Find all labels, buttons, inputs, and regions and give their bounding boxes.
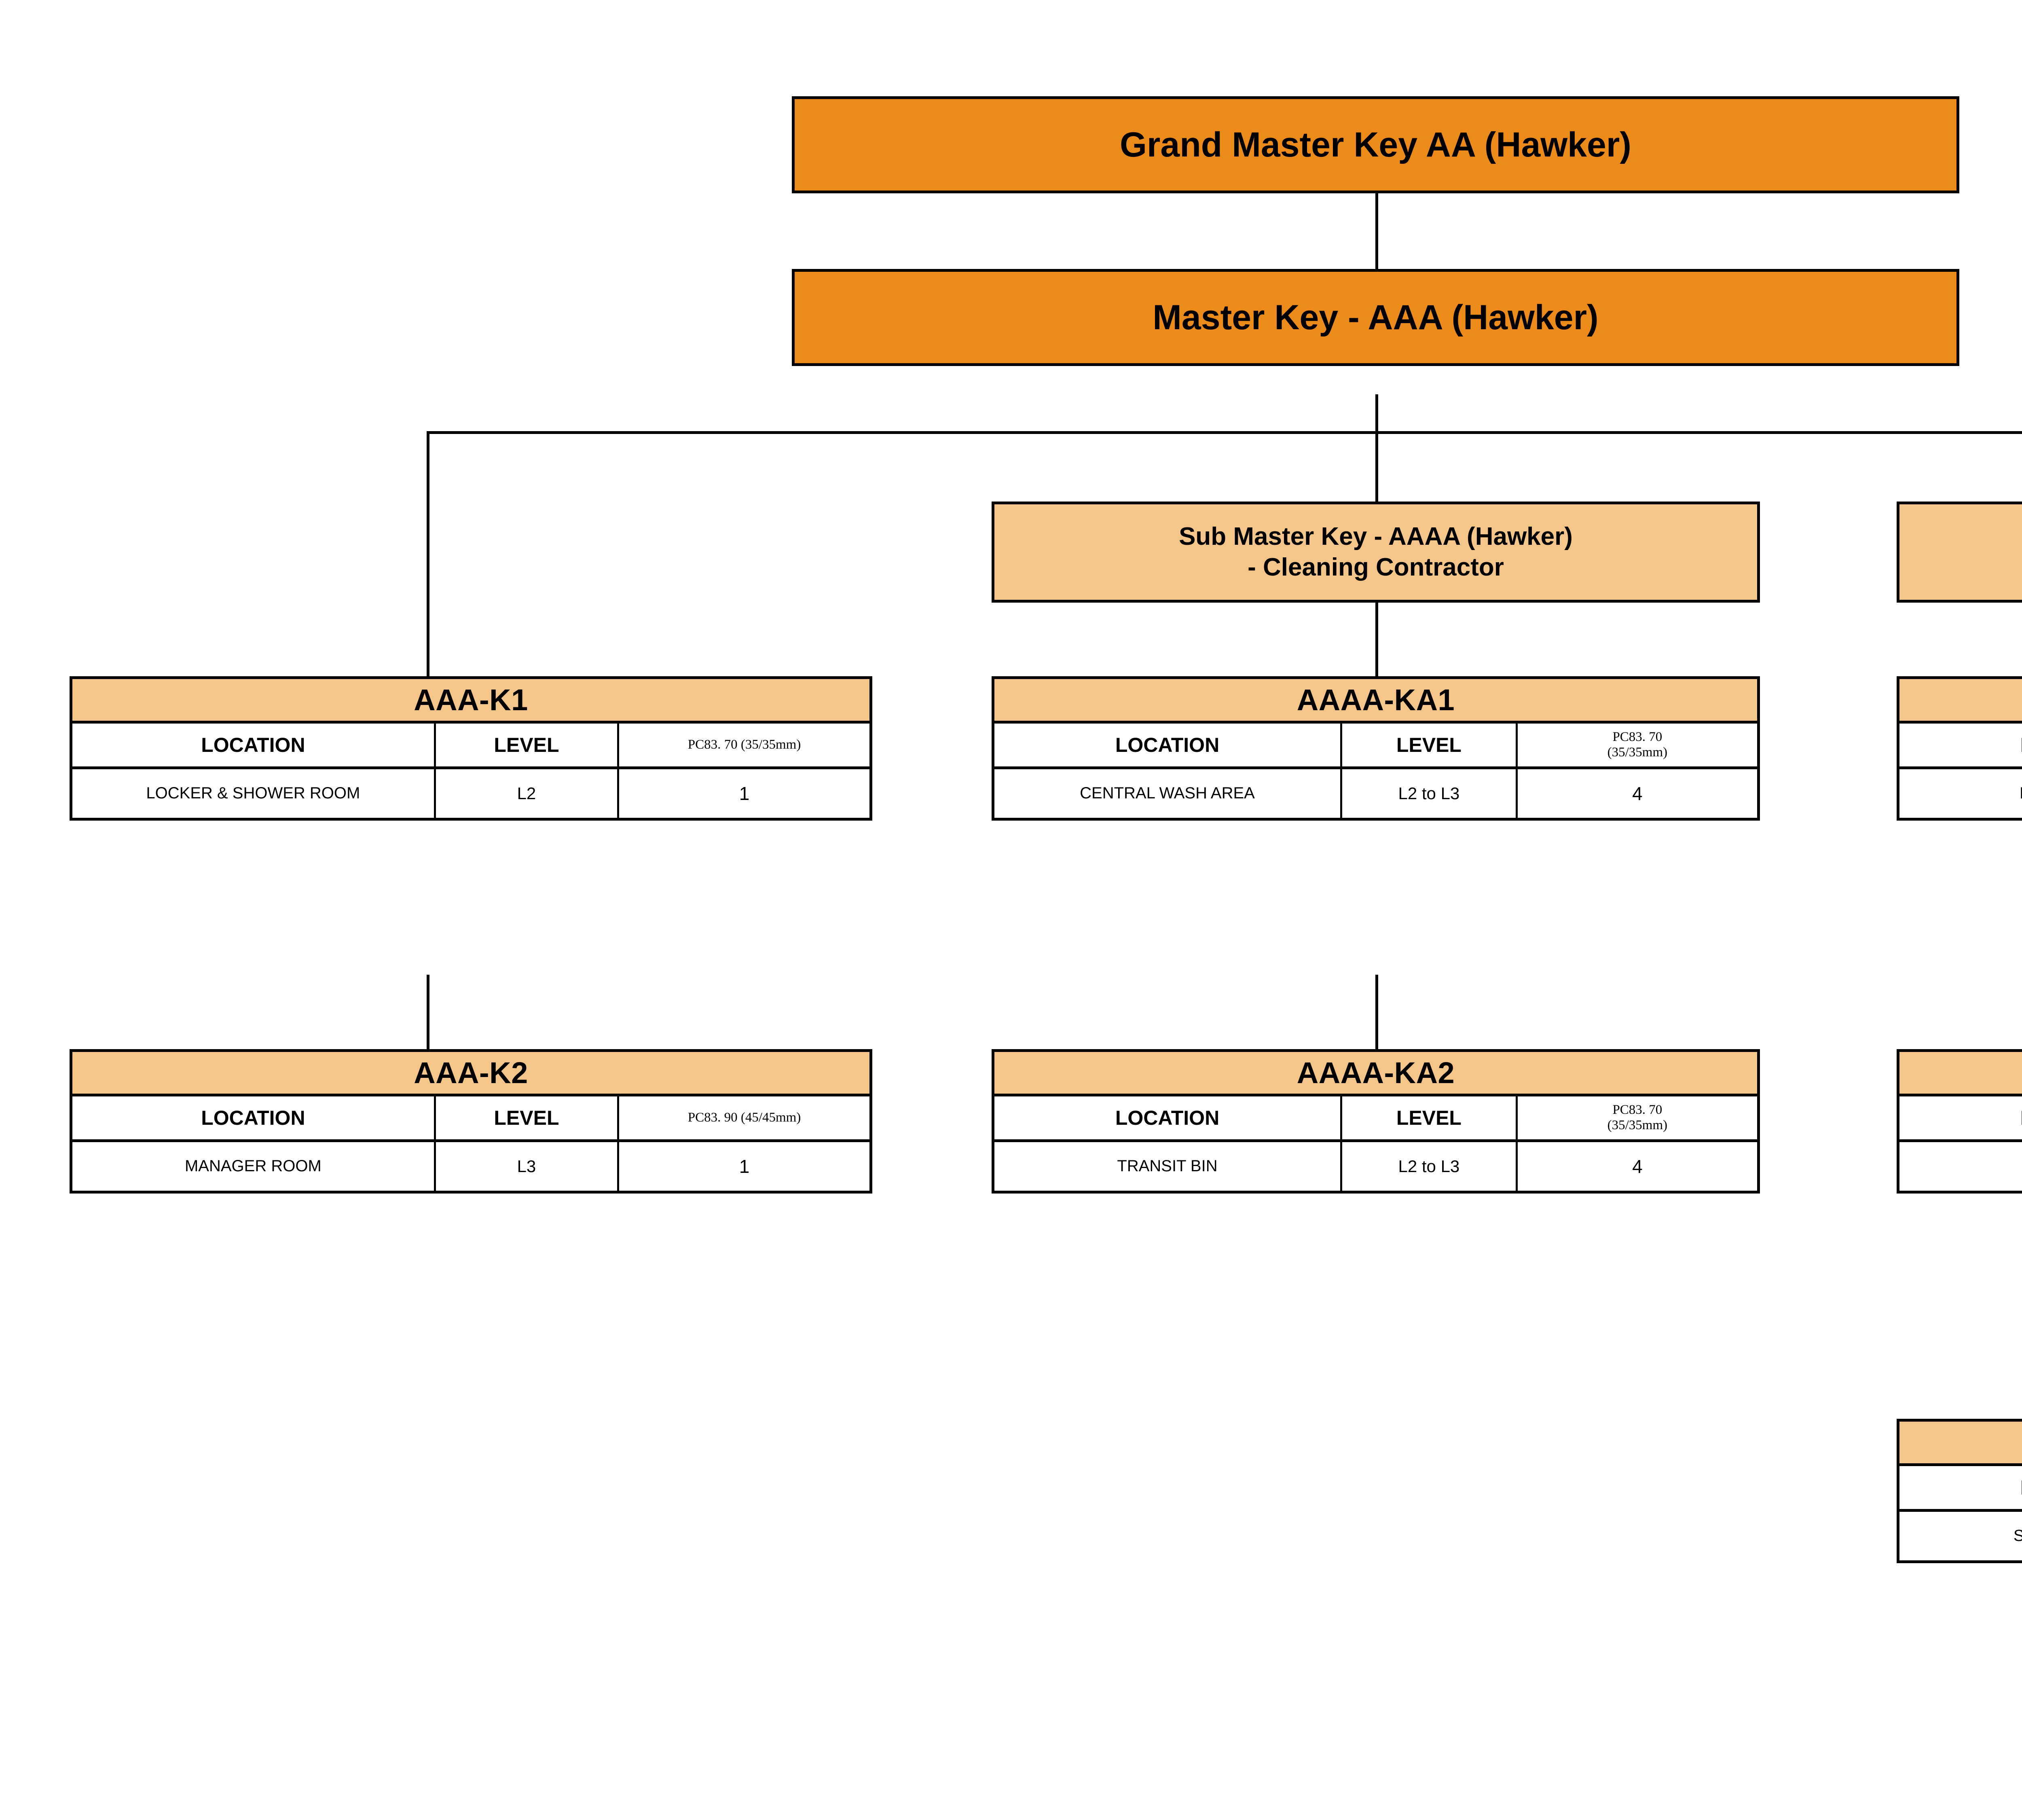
sub-master-key-aaab-box[interactable]: Sub Master Key - AAAB (Hawker) - Mechnic… [1897,502,2022,603]
cell-quantity: 1 [739,783,750,804]
cell-level: L2 [436,769,620,818]
connector-master-stem [1375,394,1378,434]
key-table-aaab-k1[interactable]: AAAB-K1 LOCATION LEVEL PC83. 70 (55/15mm… [1897,676,2022,821]
connector-submaster-aaaa-to-ka1 [1375,602,1378,679]
grand-master-key-box[interactable]: Grand Master Key AA (Hawker) [792,96,1959,193]
grand-master-key-label: Grand Master Key AA (Hawker) [1120,125,1631,164]
key-table-header-row: LOCATION LEVEL PC83. 70 (55/15mm) [1899,724,2022,769]
header-location: LOCATION [1899,1096,2022,1139]
key-table-aaab-k3[interactable]: AAAB-K3 LOCATION LEVEL PC83. 70 (55/15mm… [1897,1419,2022,1563]
cell-quantity: 4 [1632,1155,1643,1177]
key-table-header-row: LOCATION LEVEL PC83. 70 (35/35mm) [994,1096,1757,1142]
header-spec: PC83. 70 (35/35mm) [1607,1103,1668,1132]
key-table-title: AAAB-K3 [1899,1422,2022,1466]
key-table-title: AAAB-K2 [1899,1052,2022,1096]
connector-aaaa-ka1-to-ka2 [1375,975,1378,1052]
key-table-header-row: LOCATION LEVEL PC83. 70 (55/15mm) [1899,1096,2022,1142]
sub-master-key-aaaa-box[interactable]: Sub Master Key - AAAA (Hawker) - Cleanin… [992,502,1760,603]
master-key-label: Master Key - AAA (Hawker) [1153,298,1599,337]
connector-bus [427,431,2022,434]
connector-aaa-k1-to-k2 [427,975,429,1052]
key-table-aaaa-ka2[interactable]: AAAA-KA2 LOCATION LEVEL PC83. 70 (35/35m… [992,1049,1760,1194]
key-table-header-row: LOCATION LEVEL PC83. 70 (55/15mm) [1899,1466,2022,1512]
cell-quantity: 1 [739,1155,750,1177]
cell-location: SANITARY (HC) [1899,1512,2022,1560]
key-table-data-row: MANAGER ROOM L3 1 [72,1142,869,1191]
header-location: LOCATION [1899,724,2022,766]
key-table-data-row: CENTRAL WASH AREA L2 to L3 4 [994,769,1757,818]
key-table-data-row: PL / GAS (HC) L1 TO L3 3 [1899,769,2022,818]
key-table-data-row: TRANSIT BIN L2 to L3 4 [994,1142,1757,1191]
header-spec: PC83. 90 (45/45mm) [687,1110,801,1125]
key-table-data-row: GAS (HC) L2 TO L3 2 [1899,1142,2022,1191]
key-table-header-row: LOCATION LEVEL PC83. 70 (35/35mm) [72,724,869,769]
cell-location: TRANSIT BIN [994,1142,1343,1191]
sub-master-key-aaaa-line1: Sub Master Key - AAAA (Hawker) [1179,523,1573,551]
cell-quantity: 4 [1632,783,1643,804]
header-spec: PC83. 70 (35/35mm) [1607,730,1668,760]
key-table-title: AAAA-KA1 [994,679,1757,724]
header-level: LEVEL [436,1096,620,1139]
connector-bus-to-submaster-aaaa [1375,431,1378,502]
cell-location: CENTRAL WASH AREA [994,769,1343,818]
key-table-data-row: SANITARY (HC) L2 TO L3 2 [1899,1512,2022,1560]
key-table-title: AAAB-K1 [1899,679,2022,724]
header-location: LOCATION [994,1096,1343,1139]
header-location: LOCATION [994,724,1343,766]
key-table-title: AAA-K1 [72,679,869,724]
header-level: LEVEL [1342,1096,1518,1139]
cell-location: MANAGER ROOM [72,1142,436,1191]
master-key-box[interactable]: Master Key - AAA (Hawker) [792,269,1959,366]
cell-level: L2 to L3 [1342,1142,1518,1191]
key-table-header-row: LOCATION LEVEL PC83. 70 (35/35mm) [994,724,1757,769]
header-level: LEVEL [1342,724,1518,766]
cell-level: L3 [436,1142,620,1191]
key-table-aaa-k1[interactable]: AAA-K1 LOCATION LEVEL PC83. 70 (35/35mm)… [70,676,872,821]
key-table-header-row: LOCATION LEVEL PC83. 90 (45/45mm) [72,1096,869,1142]
key-table-title: AAA-K2 [72,1052,869,1096]
key-table-aaaa-ka1[interactable]: AAAA-KA1 LOCATION LEVEL PC83. 70 (35/35m… [992,676,1760,821]
connector-grand-to-master [1375,192,1378,269]
header-spec: PC83. 70 (35/35mm) [687,737,801,752]
connector-bus-to-aaa-k1 [427,431,429,679]
key-table-aaa-k2[interactable]: AAA-K2 LOCATION LEVEL PC83. 90 (45/45mm)… [70,1049,872,1194]
key-table-data-row: LOCKER & SHOWER ROOM L2 1 [72,769,869,818]
header-location: LOCATION [1899,1466,2022,1509]
cell-location: GAS (HC) [1899,1142,2022,1191]
sub-master-key-aaaa-line2: - Cleaning Contractor [1248,553,1504,581]
header-level: LEVEL [436,724,620,766]
key-table-title: AAAA-KA2 [994,1052,1757,1096]
header-location: LOCATION [72,724,436,766]
cell-location: PL / GAS (HC) [1899,769,2022,818]
key-table-aaab-k2[interactable]: AAAB-K2 LOCATION LEVEL PC83. 70 (55/15mm… [1897,1049,2022,1194]
header-location: LOCATION [72,1096,436,1139]
cell-location: LOCKER & SHOWER ROOM [72,769,436,818]
cell-level: L2 to L3 [1342,769,1518,818]
